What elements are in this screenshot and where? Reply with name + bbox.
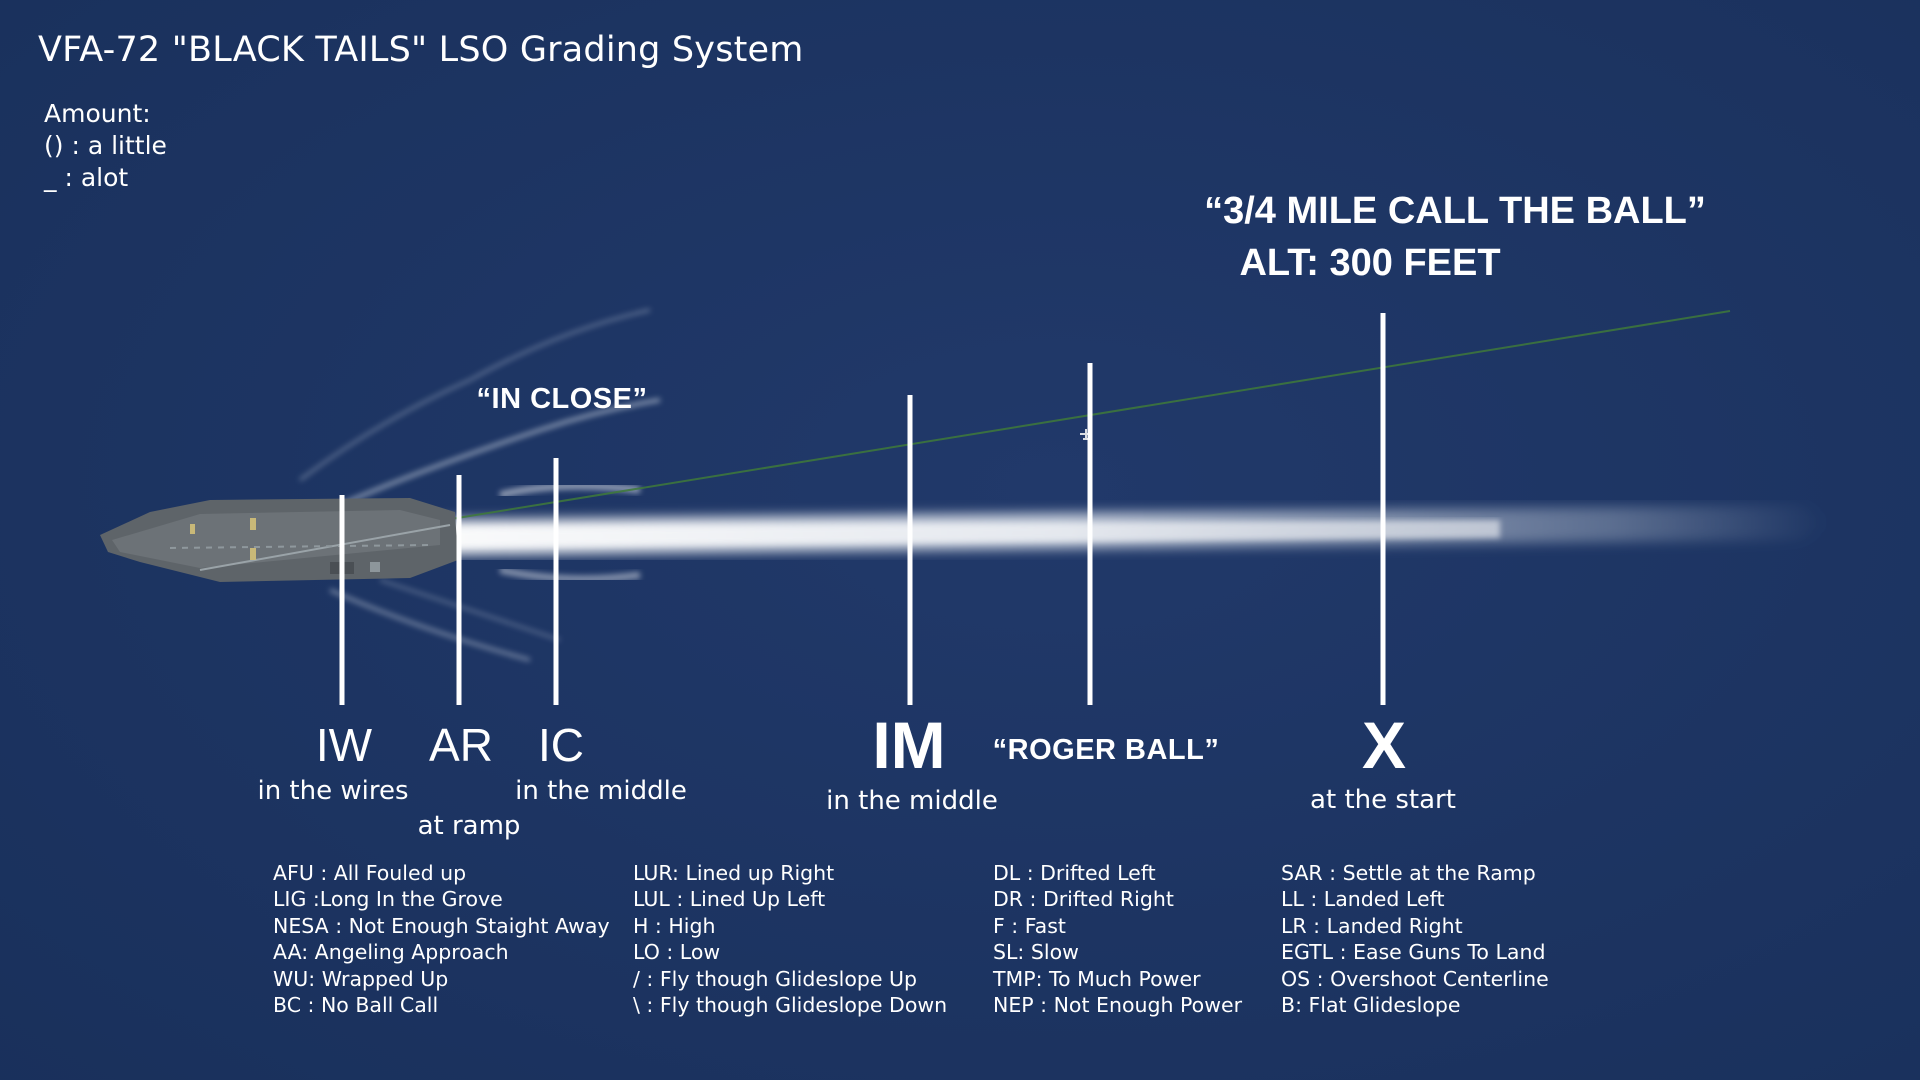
- call-ball-label: “3/4 MILE CALL THE BALL”: [1204, 190, 1706, 232]
- legend-item: B: Flat Glideslope: [1281, 993, 1461, 1018]
- legend-item: SAR : Settle at the Ramp: [1281, 861, 1536, 885]
- legend-item: LUL : Lined Up Left: [633, 887, 826, 912]
- legend-item: NESA : Not Enough Staight Away: [273, 913, 610, 938]
- legend-item: OS : Overshoot Centerline: [1281, 966, 1549, 991]
- amount-heading: Amount:: [44, 99, 151, 128]
- legend-item: LUR: Lined up Right: [633, 861, 835, 885]
- legend-item: H : High: [633, 913, 716, 938]
- marker-iw-desc: in the wires: [257, 776, 409, 806]
- marker-ic: IC: [538, 719, 584, 771]
- legend-item: AFU : All Fouled up: [273, 861, 467, 885]
- page-title: VFA-72 "BLACK TAILS" LSO Grading System: [38, 30, 804, 70]
- aircraft-carrier-icon: [100, 498, 458, 582]
- amount-item: _ : alot: [44, 163, 129, 192]
- legend-item: LO : Low: [633, 940, 721, 965]
- marker-ar-desc: at ramp: [417, 811, 521, 841]
- marker-x-desc: at the start: [1310, 785, 1456, 815]
- legend-item: WU: Wrapped Up: [273, 966, 449, 991]
- marker-x: X: [1361, 708, 1407, 782]
- legend-item: DR : Drifted Right: [993, 887, 1174, 912]
- legend-item: F : Fast: [993, 913, 1066, 938]
- amount-item: () : a little: [44, 131, 167, 160]
- legend-column-4: SAR : Settle at the Ramp LL : Landed Lef…: [1281, 860, 1549, 1018]
- legend-item: TMP: To Much Power: [993, 966, 1201, 991]
- legend-column-1: AFU : All Fouled up LIG :Long In the Gro…: [273, 860, 610, 1018]
- marker-im-desc: in the middle: [826, 786, 998, 816]
- marker-ic-desc: in the middle: [515, 776, 687, 806]
- roger-ball-label: “ROGER BALL”: [992, 734, 1220, 766]
- legend-item: LL : Landed Left: [1281, 887, 1445, 912]
- in-close-label: “IN CLOSE”: [476, 383, 648, 415]
- legend-item: EGTL : Ease Guns To Land: [1281, 940, 1546, 965]
- legend-item: / : Fly though Glideslope Up: [633, 966, 918, 991]
- legend-item: LR : Landed Right: [1281, 913, 1463, 938]
- legend-item: DL : Drifted Left: [993, 861, 1156, 885]
- marker-iw: IW: [315, 719, 373, 771]
- legend-item: \ : Fly though Glideslope Down: [633, 993, 948, 1018]
- altitude-label: ALT: 300 FEET: [1239, 242, 1501, 284]
- legend-item: AA: Angeling Approach: [273, 940, 509, 965]
- marker-ar: AR: [429, 719, 493, 771]
- legend-item: NEP : Not Enough Power: [993, 993, 1243, 1018]
- legend-column-2: LUR: Lined up Right LUL : Lined Up Left …: [633, 860, 947, 1018]
- legend-item: SL: Slow: [993, 940, 1079, 965]
- marker-im: IM: [872, 708, 946, 782]
- wake-trail: [299, 308, 1825, 662]
- legend-column-3: DL : Drifted Left DR : Drifted Right F :…: [993, 860, 1242, 1018]
- legend-item: LIG :Long In the Grove: [273, 887, 503, 912]
- legend-item: BC : No Ball Call: [273, 993, 439, 1018]
- amount-legend: Amount: () : a little _ : alot: [44, 98, 167, 194]
